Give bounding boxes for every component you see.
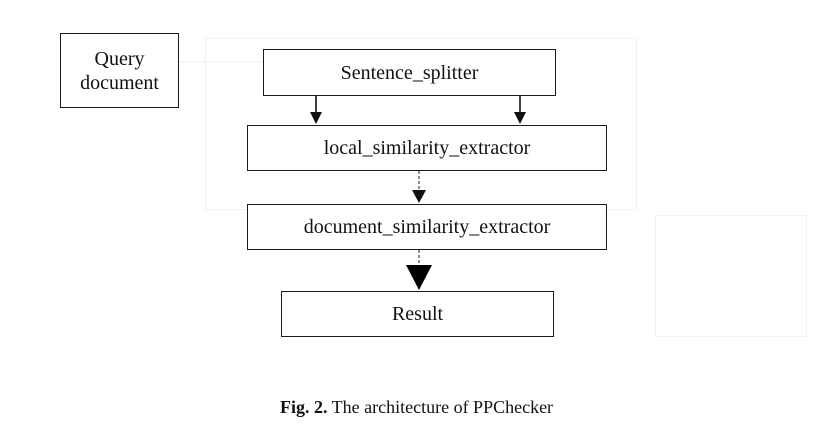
background-artifact [655, 215, 807, 337]
query-document-node: Query document [60, 33, 179, 108]
result-label: Result [391, 303, 444, 325]
figure-caption-label: Fig. 2. [279, 397, 328, 417]
query-document-label-line1: Query [94, 47, 145, 70]
figure-caption: Fig. 2. The architecture of PPChecker [0, 397, 833, 418]
document-similarity-extractor-label: document_similarity_extractor [303, 216, 551, 238]
result-node: Result [281, 291, 554, 337]
query-document-label-line2: document [80, 71, 159, 94]
edge-document-to-result-arrowhead [406, 265, 432, 290]
figure-caption-text: The architecture of PPChecker [331, 397, 554, 417]
document-similarity-extractor-node: document_similarity_extractor [247, 204, 607, 250]
local-similarity-extractor-label: local_similarity_extractor [323, 137, 531, 159]
sentence-splitter-node: Sentence_splitter [263, 49, 556, 96]
sentence-splitter-label: Sentence_splitter [340, 61, 479, 84]
local-similarity-extractor-node: local_similarity_extractor [247, 125, 607, 171]
